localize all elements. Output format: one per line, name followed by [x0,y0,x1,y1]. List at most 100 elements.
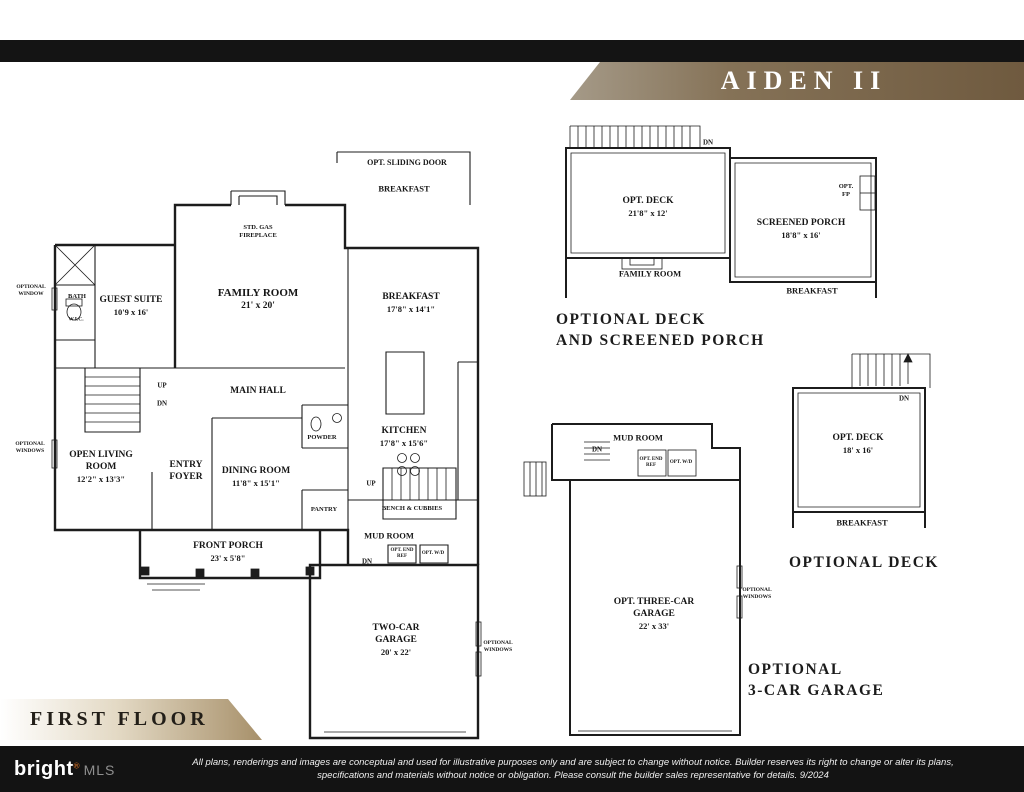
shower-icon [54,244,96,286]
room-label-three-car-garage: OPT. THREE-CAR GARAGE 22' x 33' [611,597,697,631]
floor-title: FIRST FLOOR [30,708,209,730]
room-label-two-car-garage: TWO-CAR GARAGE 20' x 22' [367,623,425,657]
dining-name: DINING ROOM [221,465,291,476]
optional-windows-left-label: OPTIONAL WINDOWS [15,441,45,454]
opt-deck-2-name: OPT. DECK [832,432,884,443]
cooktop-icon [397,453,407,463]
room-label-guest-suite: GUEST SUITE 10'9 x 16' [100,295,163,318]
brightmls-logo: bright®MLS [14,758,140,781]
dn-label-3: DN [591,445,603,454]
breakfast-callout-label: BREAKFAST [378,183,430,194]
model-name-banner: AIDEN II [570,62,1024,100]
optional-window-icon [51,287,58,311]
optional-window-label: OPTIONAL WINDOW [16,284,46,297]
garage-caption-line2: 3-CAR GARAGE [748,681,885,699]
powder-label: POWDER [307,433,337,441]
page-title: AIDEN II [720,66,888,95]
fireplace-note-label: STD. GAS FIREPLACE [239,223,277,239]
garage-caption: OPTIONAL 3-CAR GARAGE [748,660,884,702]
open-living-name: OPEN LIVING ROOM [69,449,133,472]
room-label-screened-porch: SCREENED PORCH 18'8" x 16' [757,218,845,241]
two-car-garage-name: TWO-CAR GARAGE [372,622,420,645]
opt-fp-label: OPT. FP [838,182,854,198]
kitchen-dims: 17'8" x 15'6" [379,437,429,448]
dn-label-1: DN [156,399,168,408]
first-floor-plate: FIRST FLOOR [0,699,262,740]
dn-label-2: DN [361,557,373,566]
deck-porch-plan-details [569,125,876,278]
wic-label: W.I.C. [68,316,84,323]
dining-dims: 11'8" x 15'1" [232,477,280,488]
deck-stairs [569,125,701,148]
optional-deck-caption: OPTIONAL DECK [789,554,939,571]
room-label-kitchen: KITCHEN 17'8" x 15'6" [380,426,428,449]
room-label-opt-deck-2: OPT. DECK 18' x 16' [832,433,883,456]
opt-deck-1-name: OPT. DECK [622,195,674,206]
disclaimer-line-1: All plans, renderings and images are con… [192,756,954,768]
screened-porch-name: SCREENED PORCH [756,217,846,228]
optional-deck-plan-walls [792,387,926,528]
garage-caption-line1: OPTIONAL [748,661,843,678]
family-room-name: FAMILY ROOM [217,287,299,300]
registered-mark-icon: ® [73,761,80,771]
front-porch-name: FRONT PORCH [193,540,263,551]
footer-bar: bright®MLS All plans, renderings and ima… [0,746,1024,792]
optional-deck-plan-details [797,353,931,508]
bath-label: BATH [68,292,86,300]
header-black-bar [0,40,1024,62]
stairs-hatch-main [85,376,140,423]
kitchen-name: KITCHEN [381,425,427,436]
bench-cubbies-label: BENCH & CUBBIES [381,504,443,512]
main-plan-interior-walls [55,151,478,564]
up-label-2: UP [366,479,376,488]
mud-room-label: MUD ROOM [364,530,414,541]
opt-deck-1-dims: 21'8" x 12' [628,207,668,218]
breakfast-name: BREAKFAST [382,291,440,302]
entry-foyer-label: ENTRY FOYER [169,460,203,482]
room-label-breakfast: BREAKFAST 17'8" x 14'1" [382,292,439,315]
two-car-garage-dims: 20' x 22' [380,646,412,657]
disclaimer-text: All plans, renderings and images are con… [140,756,1024,783]
deck-dn-label: DN [702,138,714,147]
porch-column-icon [140,566,150,576]
deck-porch-plan-walls [565,147,877,298]
opt-deck-2-dims: 18' x 16' [842,444,874,455]
room-label-family-room: FAMILY ROOM 21' x 20' [218,287,299,313]
up-label-1: UP [157,381,167,390]
garage-plan-details [523,441,743,732]
family-room-dims: 21' x 20' [241,300,275,311]
brand-suffix: MLS [83,761,116,778]
front-porch-dims: 23' x 5'8" [210,552,246,563]
guest-suite-name: GUEST SUITE [99,294,163,305]
deck-porch-caption: OPTIONAL DECK AND SCREENED PORCH [556,310,765,352]
screened-porch-dims: 18'8" x 16' [781,229,821,240]
optional-windows-2-label: OPTIONAL WINDOWS [742,587,772,600]
porch-steps-icon [147,583,205,591]
main-plan-exterior-walls [53,203,480,740]
breakfast-ref-label-1: BREAKFAST [786,285,838,296]
breakfast-ref-label-2: BREAKFAST [836,517,888,528]
opt-wd-label: OPT. W/D [421,550,445,556]
deck2-dn-label: DN [898,394,910,403]
entry-steps-icon [523,461,547,497]
room-label-opt-deck-1: OPT. DECK 21'8" x 12' [622,196,673,219]
three-car-garage-name: OPT. THREE-CAR GARAGE [613,596,695,619]
pantry-label: PANTRY [310,505,338,513]
guest-suite-dims: 10'9 x 16' [113,306,149,317]
family-room-ref-label: FAMILY ROOM [618,268,682,279]
powder-sink-icon [332,413,342,423]
open-living-dims: 12'2" x 13'3" [76,473,126,484]
optional-windows-icon [51,439,58,469]
opt-end-ref-label: OPT. END REF [390,547,414,559]
opt-wd-2-label: OPT. W/D [669,459,693,465]
toilet-icon [66,303,82,321]
main-hall-label: MAIN HALL [230,386,286,397]
room-label-front-porch: FRONT PORCH 23' x 5'8" [193,541,263,564]
deck-porch-caption-line1: OPTIONAL DECK [556,311,706,328]
deck-porch-caption-line2: AND SCREENED PORCH [556,331,765,349]
room-label-dining: DINING ROOM 11'8" x 15'1" [222,466,290,489]
powder-toilet-icon [310,416,322,432]
main-plan-details [51,244,482,733]
